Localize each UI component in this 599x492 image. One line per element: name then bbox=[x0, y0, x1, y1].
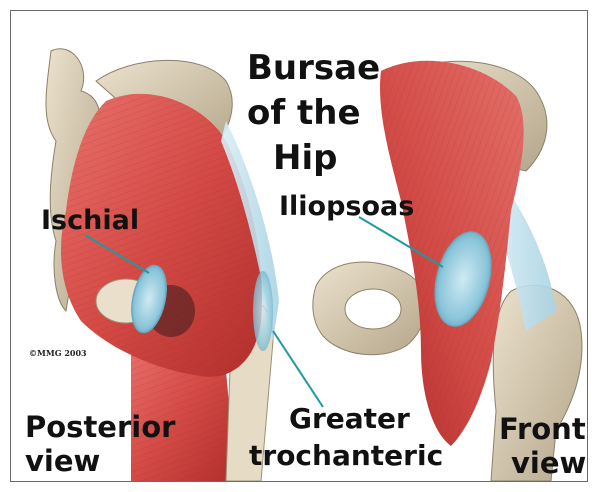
copyright-notice: ©MMG 2003 bbox=[29, 348, 87, 358]
greater-trochanteric-label-line-1: Greater bbox=[289, 405, 410, 433]
obturator-foramen bbox=[345, 289, 401, 329]
posterior-view-label-line-1: Posterior bbox=[25, 413, 175, 442]
title-line-2: of the bbox=[247, 96, 361, 130]
front-view-label-line-1: Front bbox=[499, 415, 586, 444]
trochanteric-bursa bbox=[253, 271, 273, 351]
ischial-label: Ischial bbox=[41, 207, 139, 234]
greater-trochanteric-label-line-2: trochanteric bbox=[249, 442, 443, 470]
front-view-label-line-2: view bbox=[511, 449, 586, 478]
trochanteric-pointer-line bbox=[273, 331, 323, 407]
iliopsoas-label: Iliopsoas bbox=[279, 193, 414, 220]
posterior-view-label-line-2: view bbox=[25, 447, 100, 476]
title-line-3: Hip bbox=[273, 141, 337, 175]
title-line-1: Bursae bbox=[247, 51, 380, 85]
diagram-frame: Bursae of the Hip Ischial Iliopsoas Post… bbox=[10, 10, 588, 482]
